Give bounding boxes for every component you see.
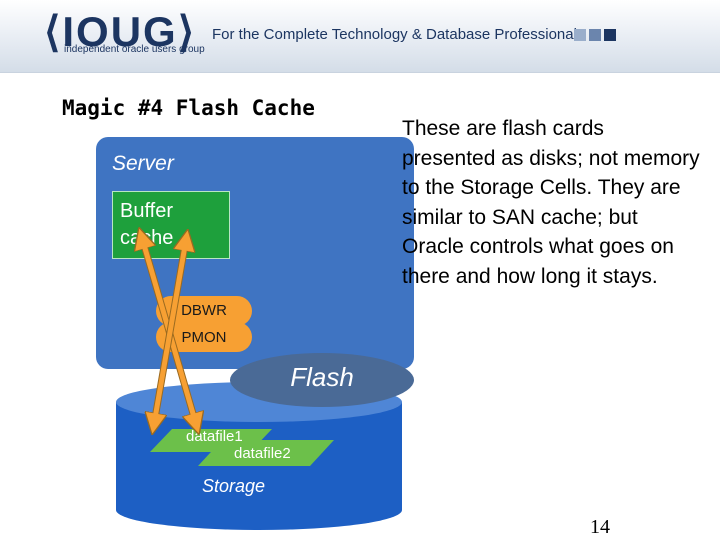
header-banner: ⟨IOUG⟩ independent oracle users group Fo… [0,0,720,73]
decorative-squares [574,28,619,46]
page-number: 14 [590,516,610,538]
header-tagline: For the Complete Technology & Database P… [212,26,577,43]
server-label: Server [112,152,174,175]
buffer-cache-label: Buffer cache [120,200,174,249]
logo-bracket-left-icon: ⟨ [44,8,63,55]
pmon-label: PMON [181,329,227,346]
flash-label: Flash [290,362,354,392]
storage-label: Storage [202,476,266,496]
datafile1-label: datafile1 [186,428,243,445]
ioug-logo: ⟨IOUG⟩ [44,10,196,54]
square-icon [589,29,601,41]
logo-subtitle: independent oracle users group [64,44,205,55]
logo-text: IOUG [62,8,178,55]
logo-bracket-right-icon: ⟩ [177,8,197,55]
dbwr-label: DBWR [181,302,227,319]
square-icon [574,29,586,41]
slide-description: These are flash cards presented as disks… [402,117,700,288]
flash-ellipse [230,353,414,407]
slide-title: Magic #4 Flash Cache [62,96,315,120]
datafile2-label: datafile2 [234,445,291,462]
square-icon [604,29,616,41]
